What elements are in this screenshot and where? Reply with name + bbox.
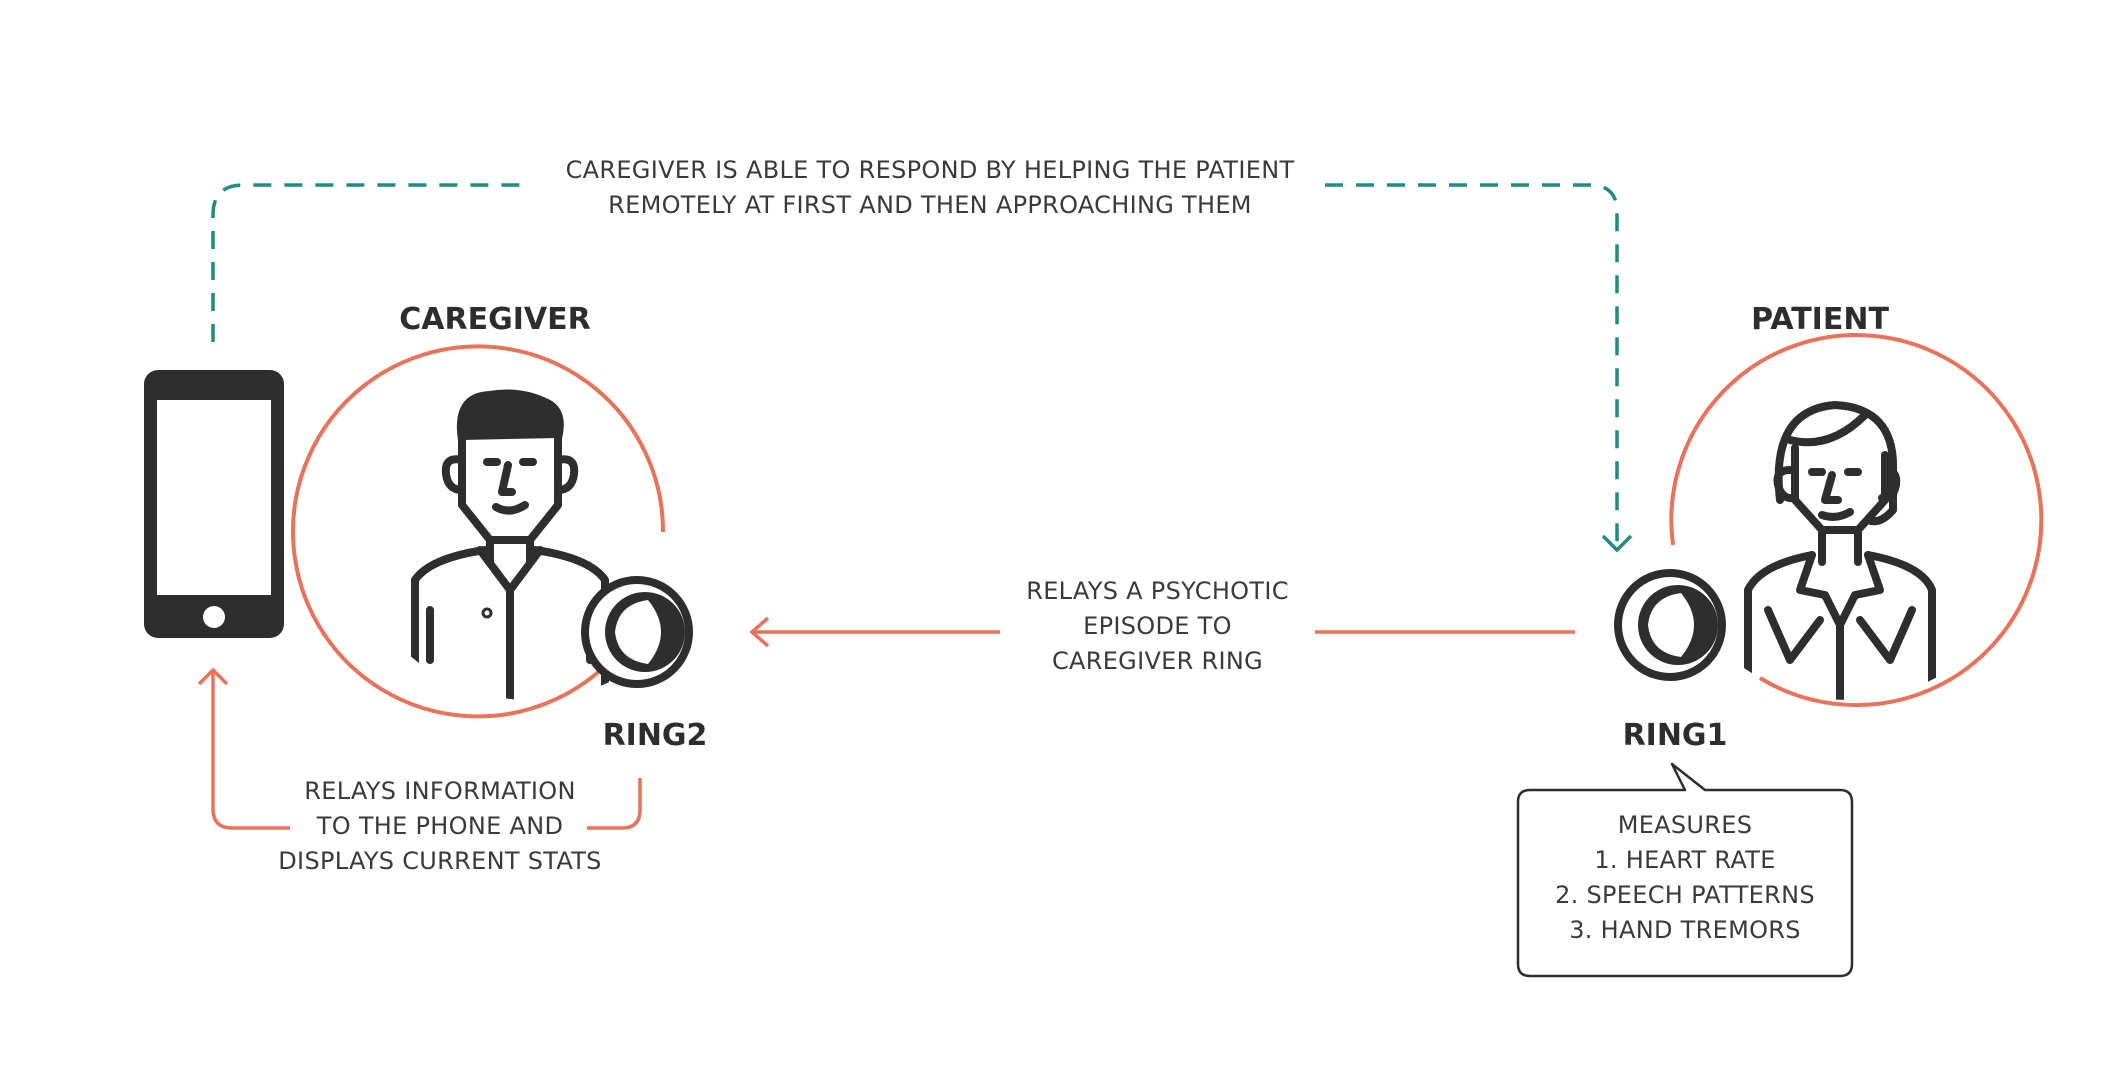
dashed-response-path-left — [211, 183, 530, 342]
measures-item-2: 2. SPEECH PATTERNS — [1555, 881, 1815, 909]
ring-to-phone-arrow-line — [211, 670, 642, 830]
caregiver-person-icon — [411, 389, 609, 700]
relay-note-line1: RELAYS A PSYCHOTIC — [1026, 577, 1289, 605]
measures-item-3: 3. HAND TREMORS — [1569, 916, 1801, 944]
measures-item-1: 1. HEART RATE — [1594, 846, 1776, 874]
caregiver-circle — [291, 344, 666, 719]
measures-title: MEASURES — [1617, 811, 1753, 839]
patient-circle — [1669, 333, 2044, 708]
phone-arrow-head-icon — [197, 667, 229, 686]
relay-arrow-head-icon — [749, 616, 770, 648]
dashed-arrow-head-icon — [1601, 534, 1633, 553]
phone-note-line1: RELAYS INFORMATION — [304, 777, 576, 805]
top-note-line1: CAREGIVER IS ABLE TO RESPOND BY HELPING … — [565, 156, 1295, 184]
top-response-note: CAREGIVER IS ABLE TO RESPOND BY HELPING … — [540, 153, 1320, 223]
relay-note-line3: CAREGIVER RING — [1051, 647, 1264, 675]
smartphone-icon — [144, 370, 284, 638]
phone-note-line2: TO THE PHONE AND — [316, 812, 564, 840]
phone-note-line3: DISPLAYS CURRENT STATS — [278, 847, 602, 875]
ring1-icon — [1614, 569, 1726, 681]
ring2-icon — [581, 576, 693, 688]
patient-heading: PATIENT — [1751, 302, 1889, 337]
measures-callout-box — [1516, 762, 1854, 978]
dashed-response-path-right — [1325, 183, 1619, 548]
ring1-label: RING1 — [1622, 718, 1728, 753]
ring2-label: RING2 — [602, 718, 708, 753]
caregiver-heading: CAREGIVER — [399, 302, 591, 337]
measures-list: MEASURES 1. HEART RATE 2. SPEECH PATTERN… — [1520, 808, 1850, 948]
relay-episode-note: RELAYS A PSYCHOTIC EPISODE TO CAREGIVER … — [1005, 574, 1310, 679]
top-note-line2: REMOTELY AT FIRST AND THEN APPROACHING T… — [608, 191, 1252, 219]
relay-note-line2: EPISODE TO — [1083, 612, 1232, 640]
patient-person-icon — [1744, 401, 1936, 700]
phone-relay-note: RELAYS INFORMATION TO THE PHONE AND DISP… — [260, 774, 620, 879]
